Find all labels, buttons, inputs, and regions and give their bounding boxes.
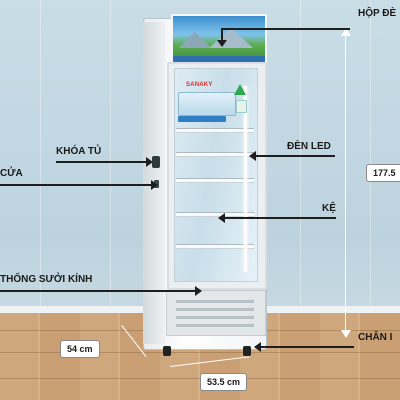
annotation-line — [0, 290, 196, 292]
annotation-line — [255, 155, 335, 157]
height-dimension-line — [345, 30, 346, 335]
arrow-down-icon — [217, 40, 227, 47]
vent-slat — [176, 324, 254, 327]
bottom-grille — [166, 290, 266, 336]
arrow-right-icon — [146, 157, 153, 167]
certification-logo-icon — [234, 84, 246, 95]
label-feet: CHÂN I — [358, 332, 393, 343]
annotation-line — [0, 184, 152, 186]
shelf — [176, 128, 254, 133]
label-light-box: HỘP ĐÈ — [358, 8, 397, 19]
floor-seam — [0, 352, 400, 353]
wall-seam — [40, 0, 41, 312]
wall-seam — [370, 0, 371, 312]
brand-logo: SANAKY — [186, 82, 213, 88]
annotation-line — [260, 346, 354, 348]
lock-icon — [152, 156, 160, 168]
label-shelf: KỆ — [322, 203, 336, 214]
label-glass-heater: THỐNG SƯỞI KÍNH — [0, 274, 93, 285]
info-sticker — [178, 116, 226, 122]
shelf — [176, 244, 254, 249]
annotation-line — [56, 161, 148, 163]
vent-slat — [176, 316, 254, 319]
vent-slat — [176, 300, 254, 303]
arrow-right-icon — [151, 180, 158, 190]
shelf — [176, 178, 254, 183]
arrow-left-icon — [249, 151, 256, 161]
annotation-line — [224, 217, 336, 219]
vent-slat — [176, 308, 254, 311]
led-light-bar — [244, 86, 247, 272]
depth-label: 54 cm — [60, 340, 100, 358]
height-label: 177.5 — [366, 164, 400, 182]
arrow-up-icon — [341, 28, 351, 36]
annotation-line — [222, 28, 350, 30]
header-stripe — [173, 56, 265, 62]
caster-wheel-icon — [243, 346, 251, 356]
energy-sticker — [178, 92, 236, 116]
width-label: 53.5 cm — [200, 373, 248, 391]
arrow-right-icon — [195, 286, 202, 296]
label-lock: KHÓA TỦ — [56, 146, 102, 157]
arrow-down-icon — [341, 330, 351, 338]
annotation-line — [221, 28, 223, 42]
energy-label-icon — [236, 100, 247, 113]
wall-seam — [110, 0, 111, 312]
caster-wheel-icon — [163, 346, 171, 356]
mountain-graphic — [209, 28, 253, 48]
light-box-header — [171, 14, 267, 64]
shelf — [176, 152, 254, 157]
label-led: ĐÈN LED — [287, 141, 331, 152]
shelf — [176, 212, 254, 217]
arrow-left-icon — [254, 342, 261, 352]
mountain-graphic — [179, 32, 211, 48]
arrow-left-icon — [218, 213, 225, 223]
label-door: CỬA — [0, 168, 23, 179]
